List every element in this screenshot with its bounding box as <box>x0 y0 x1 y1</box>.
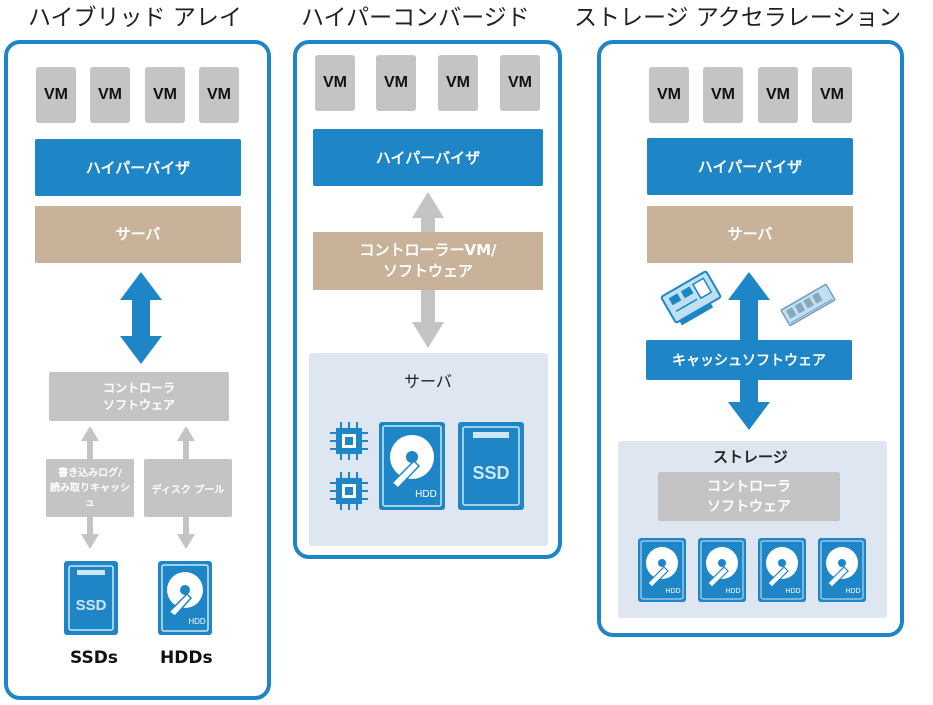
hdd-icon-text: HDD <box>785 588 800 595</box>
hypervisor-box: ハイパーバイザ <box>647 138 853 195</box>
vm-box: VM <box>36 67 76 123</box>
ssd-icon: SSD <box>64 561 118 635</box>
vm-box: VM <box>145 67 185 123</box>
hdd-icon-text: HDD <box>725 588 740 595</box>
hdd-icon: HDD <box>638 538 686 602</box>
controller-line-1: コントローラ <box>707 478 791 495</box>
hdd-icon: HDD <box>818 538 866 602</box>
disk-pool-box: ディスク プール <box>144 459 232 517</box>
server-box: サーバ <box>647 206 853 263</box>
controller-vm-line-1: コントローラーVM/ <box>359 241 497 259</box>
write-log-read-cache-box: 書き込みログ/ 読み取りキャッシュ <box>46 459 134 517</box>
ssd-icon-text: SSD <box>472 463 509 483</box>
server-label: サーバ <box>404 372 452 391</box>
storage-acceleration-title: ストレージ アクセラレーション <box>574 5 902 31</box>
hypervisor-box: ハイパーバイザ <box>313 129 543 186</box>
cache-line-2: 読み取りキャッシュ <box>50 482 130 509</box>
vm-box: VM <box>199 67 239 123</box>
bidirectional-arrow-icon <box>120 272 162 364</box>
controller-software-box: コントローラ ソフトウェア <box>49 372 229 421</box>
vm-box: VM <box>90 67 130 123</box>
cache-software-box: キャッシュソフトウェア <box>646 340 852 380</box>
hdd-icon: HDD <box>758 538 806 602</box>
hybrid-array-title: ハイブリッド アレイ <box>28 5 242 31</box>
vm-box: VM <box>758 67 798 123</box>
hdd-icon-text: HDD <box>845 588 860 595</box>
hdd-icon-text: HDD <box>188 617 206 626</box>
ram-module-icon <box>780 283 836 327</box>
ssd-icon: SSD <box>458 422 524 510</box>
hdd-icon-text: HDD <box>665 588 680 595</box>
server-box: サーバ <box>35 206 241 263</box>
controller-vm-line-2: ソフトウェア <box>382 262 473 280</box>
controller-vm-box: コントローラーVM/ ソフトウェア <box>313 232 543 290</box>
cpu-chip-icon <box>330 472 368 510</box>
ssd-icon-text: SSD <box>76 597 107 614</box>
controller-line-1: コントローラ <box>102 380 175 395</box>
controller-software-box: コントローラ ソフトウェア <box>658 472 840 521</box>
vm-box: VM <box>812 67 852 123</box>
vm-box: VM <box>376 55 416 111</box>
hdd-icon-text: HDD <box>415 489 437 500</box>
controller-line-2: ソフトウェア <box>707 498 791 515</box>
hdd-icon: HDD <box>698 538 746 602</box>
ssds-label: SSDs <box>70 648 118 668</box>
hyperconverged-title: ハイパーコンバージド <box>301 5 530 31</box>
cache-line-1: 書き込みログ/ <box>58 467 122 479</box>
flash-card-icon <box>660 270 722 326</box>
cpu-chip-icon <box>330 422 368 460</box>
hdd-icon: HDD <box>379 422 445 510</box>
vm-box: VM <box>315 55 355 111</box>
controller-line-2: ソフトウェア <box>102 397 175 412</box>
vm-box: VM <box>649 67 689 123</box>
vm-box: VM <box>703 67 743 123</box>
hdds-label: HDDs <box>160 648 213 668</box>
hdd-icon: HDD <box>158 561 212 635</box>
vm-box: VM <box>438 55 478 111</box>
hypervisor-box: ハイパーバイザ <box>35 139 241 196</box>
storage-label: ストレージ <box>713 448 788 466</box>
vm-box: VM <box>500 55 540 111</box>
